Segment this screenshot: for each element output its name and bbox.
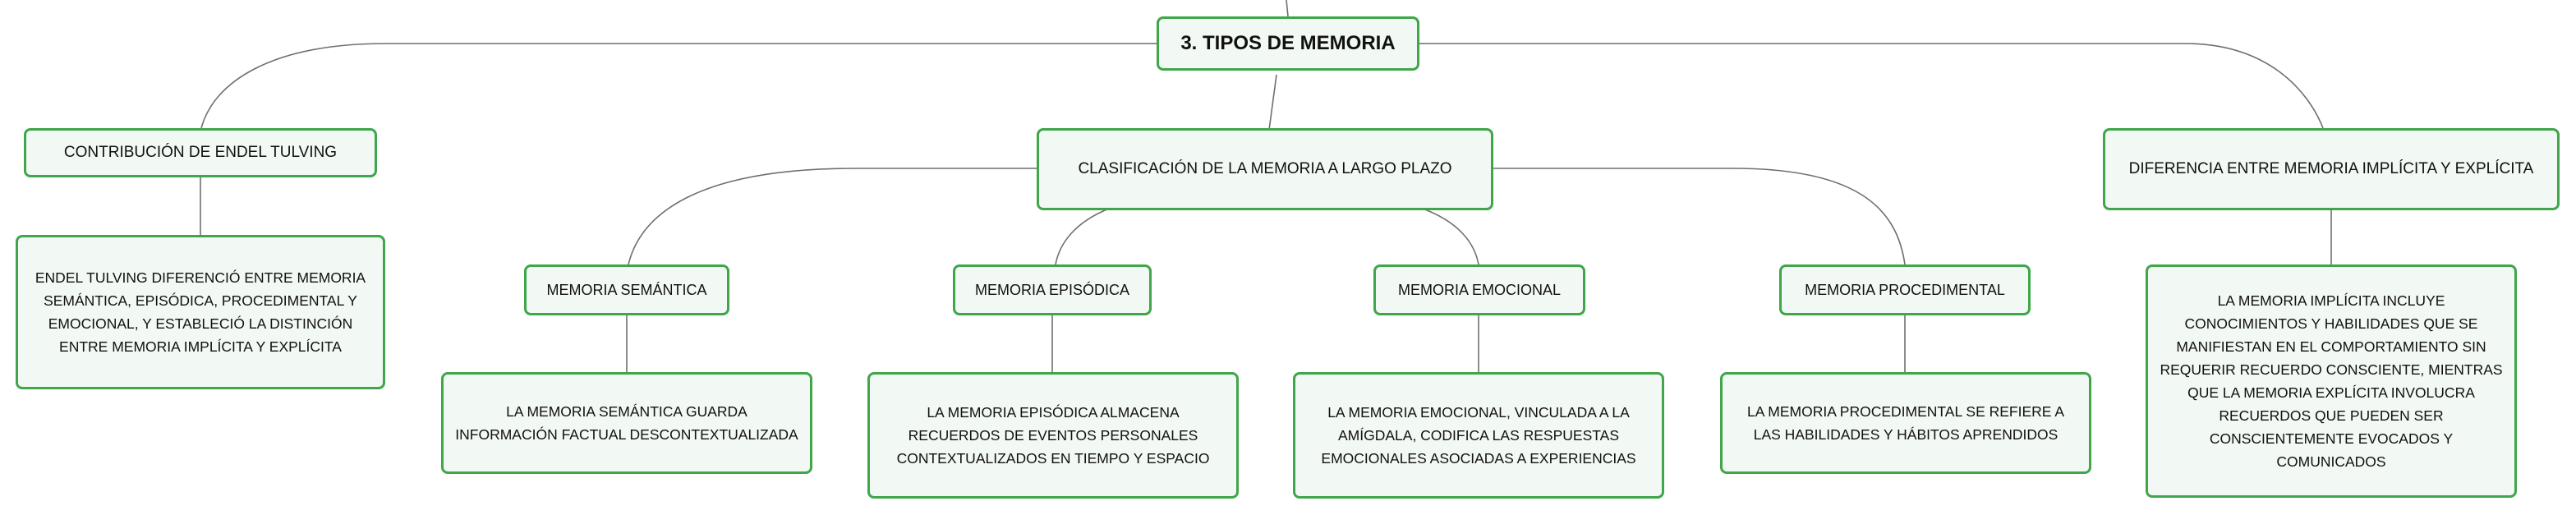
tulving-detail[interactable]: ENDEL TULVING DIFERENCIÓ ENTRE MEMORIA S… <box>16 235 385 389</box>
implicit-explicit-detail[interactable]: LA MEMORIA IMPLÍCITA INCLUYE CONOCIMIENT… <box>2146 264 2517 498</box>
connector-line <box>1492 168 1906 265</box>
branch-tulving[interactable]: CONTRIBUCIÓN DE ENDEL TULVING <box>24 128 377 177</box>
episodic-memory-detail[interactable]: LA MEMORIA EPISÓDICA ALMACENA RECUERDOS … <box>867 372 1239 499</box>
child-emotional-memory[interactable]: MEMORIA EMOCIONAL <box>1373 264 1585 315</box>
connector-line <box>1055 208 1110 265</box>
connector-line <box>1422 208 1479 265</box>
child-episodic-memory[interactable]: MEMORIA EPISÓDICA <box>953 264 1152 315</box>
connector-line <box>1419 43 2324 129</box>
branch-implicit-explicit[interactable]: DIFERENCIA ENTRE MEMORIA IMPLÍCITA Y EXP… <box>2103 128 2560 210</box>
semantic-memory-detail[interactable]: LA MEMORIA SEMÁNTICA GUARDA INFORMACIÓN … <box>441 372 812 474</box>
root-topic[interactable]: 3. TIPOS DE MEMORIA <box>1157 16 1419 71</box>
connector-line <box>1286 0 1289 17</box>
procedural-memory-detail[interactable]: LA MEMORIA PROCEDIMENTAL SE REFIERE A LA… <box>1720 372 2091 474</box>
connector-line <box>200 43 1158 129</box>
child-procedural-memory[interactable]: MEMORIA PROCEDIMENTAL <box>1779 264 2031 315</box>
connector-line <box>1268 74 1277 131</box>
child-semantic-memory[interactable]: MEMORIA SEMÁNTICA <box>524 264 729 315</box>
connector-line <box>628 168 1038 265</box>
emotional-memory-detail[interactable]: LA MEMORIA EMOCIONAL, VINCULADA A LA AMÍ… <box>1293 372 1664 499</box>
branch-classification[interactable]: CLASIFICACIÓN DE LA MEMORIA A LARGO PLAZ… <box>1037 128 1493 210</box>
